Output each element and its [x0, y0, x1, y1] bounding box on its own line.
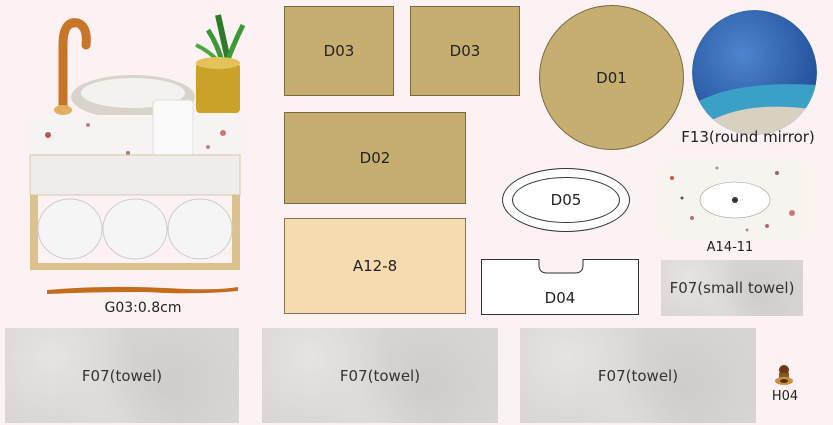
piece-d04: D04 — [481, 259, 639, 315]
round-mirror — [692, 10, 817, 135]
piece-d03-right: D03 — [410, 6, 520, 96]
g03-stick — [45, 280, 240, 294]
terrazzo-countertop — [657, 158, 809, 240]
piece-a12-8: A12-8 — [284, 218, 466, 314]
towel-piece-2: F07(towel) — [262, 328, 498, 423]
g03-label: G03:0.8cm — [104, 300, 182, 316]
small-towel-piece: F07(small towel) — [661, 260, 803, 316]
d05-label: D05 — [550, 191, 582, 209]
piece-d03-left: D03 — [284, 6, 394, 96]
h04-label: H04 — [771, 389, 799, 404]
a14-label: A14-11 — [706, 240, 754, 255]
towel-piece-1: F07(towel) — [5, 328, 239, 423]
piece-d01-circle: D01 — [539, 5, 684, 150]
plant-icon — [195, 14, 246, 113]
d04-label: D04 — [544, 289, 576, 307]
piece-d02: D02 — [284, 112, 466, 204]
towel-piece-3: F07(towel) — [520, 328, 756, 423]
knob-icon — [774, 364, 794, 386]
piece-d05-oval: D05 — [502, 168, 630, 232]
vanity-illustration — [18, 5, 258, 270]
faucet-icon — [54, 18, 91, 115]
f13-label: F13(round mirror) — [681, 128, 815, 146]
